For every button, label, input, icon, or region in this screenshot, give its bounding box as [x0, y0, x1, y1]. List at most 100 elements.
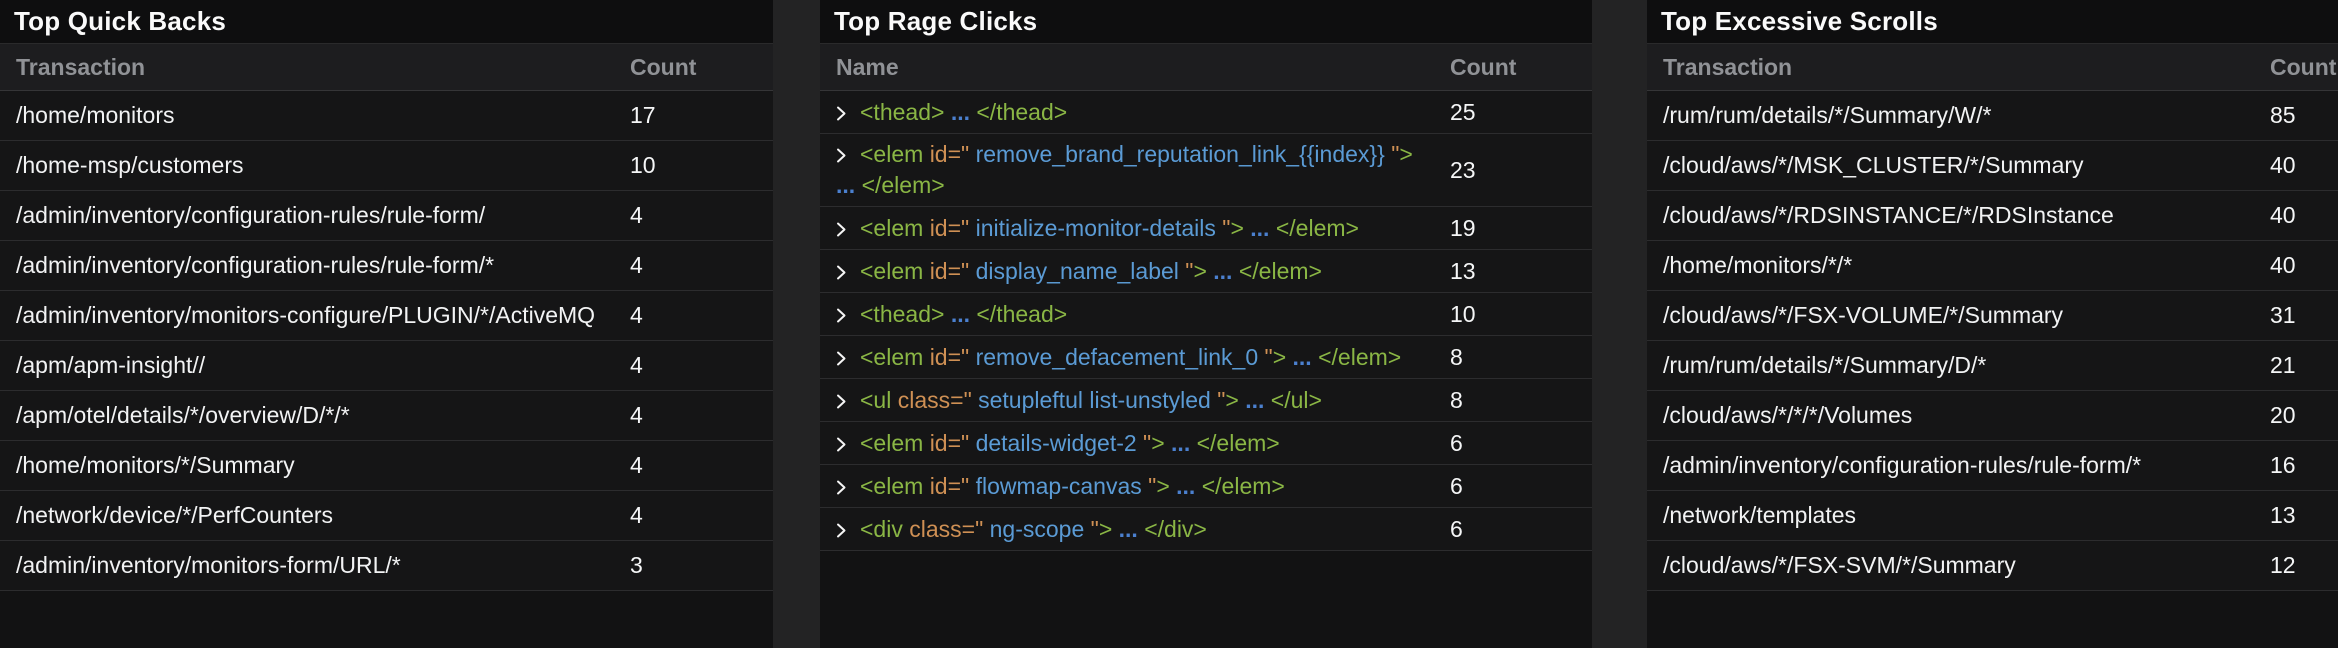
table-row[interactable]: <elem id=" remove_brand_reputation_link_… [820, 134, 1592, 207]
count-value: 4 [630, 402, 643, 428]
table-row[interactable]: /apm/otel/details/*/overview/D/*/*4 [0, 391, 773, 441]
table-row[interactable]: /admin/inventory/configuration-rules/rul… [1647, 441, 2338, 491]
count-value: 19 [1450, 214, 1476, 241]
code-token-attr: id=" [929, 343, 976, 370]
column-header-count: Count [1450, 53, 1517, 80]
code-token-val: display_name_label [975, 257, 1186, 284]
count-value: 40 [2270, 152, 2296, 178]
code-token-attr: " [1143, 429, 1152, 456]
code-token-attr: id=" [929, 429, 976, 456]
chevron-right-icon[interactable] [836, 258, 847, 287]
table-row[interactable]: <elem id=" details-widget-2 "> ... </ele… [820, 422, 1592, 465]
code-token-tag: </div> [1144, 515, 1207, 542]
transaction-cell: /network/device/*/PerfCounters [16, 502, 334, 528]
element-selector-cell: <elem id=" initialize-monitor-details ">… [820, 213, 1450, 244]
table-row[interactable]: /admin/inventory/configuration-rules/rul… [0, 191, 773, 241]
transaction-cell: /home/monitors [16, 102, 175, 128]
table-row[interactable]: /admin/inventory/monitors-form/URL/*3 [0, 541, 773, 591]
chevron-right-icon[interactable] [836, 516, 847, 545]
panel-title: Top Excessive Scrolls [1647, 0, 2338, 44]
count-value: 23 [1450, 156, 1476, 183]
table-row[interactable]: <elem id=" initialize-monitor-details ">… [820, 207, 1592, 250]
element-selector-cell: <elem id=" remove_defacement_link_0 "> .… [820, 342, 1450, 373]
chevron-right-icon[interactable] [836, 344, 847, 373]
chevron-right-icon[interactable] [836, 301, 847, 330]
code-token-dots: ... [1213, 257, 1239, 284]
table-row[interactable]: /admin/inventory/configuration-rules/rul… [0, 241, 773, 291]
code-token-tag: <elem [860, 214, 930, 241]
table-header: Transaction Count [0, 44, 773, 91]
transaction-cell: /cloud/aws/*/FSX-VOLUME/*/Summary [1663, 302, 2064, 328]
code-token-val: details-widget-2 [975, 429, 1144, 456]
code-token-tag: </elem> [1196, 429, 1280, 456]
count-value: 6 [1450, 429, 1463, 456]
code-token-tag: > [1193, 257, 1214, 284]
transaction-cell: /admin/inventory/monitors-configure/PLUG… [16, 302, 596, 328]
transaction-cell: /cloud/aws/*/RDSINSTANCE/*/RDSInstance [1663, 202, 2114, 228]
count-value: 8 [1450, 386, 1463, 413]
count-value: 13 [1450, 257, 1476, 284]
code-token-dots: ... [1245, 386, 1271, 413]
table-row[interactable]: /apm/apm-insight//4 [0, 341, 773, 391]
code-token-dots: ... [1171, 429, 1197, 456]
chevron-right-icon[interactable] [836, 99, 847, 128]
table-row[interactable]: /home/monitors/*/*40 [1647, 241, 2338, 291]
panel-title: Top Rage Clicks [820, 0, 1592, 44]
table-row[interactable]: /rum/rum/details/*/Summary/D/*21 [1647, 341, 2338, 391]
transaction-cell: /admin/inventory/configuration-rules/rul… [16, 252, 495, 278]
element-selector-cell: <elem id=" details-widget-2 "> ... </ele… [820, 428, 1450, 459]
transaction-cell: /home-msp/customers [16, 152, 244, 178]
chevron-right-icon[interactable] [836, 387, 847, 416]
code-token-tag: </ul> [1270, 386, 1322, 413]
transaction-cell: /home/monitors/*/Summary [16, 452, 295, 478]
table-row[interactable]: <elem id=" display_name_label "> ... </e… [820, 250, 1592, 293]
code-token-tag: > [1225, 386, 1246, 413]
table-row[interactable]: <ul class=" setupleftul list-unstyled ">… [820, 379, 1592, 422]
transaction-cell: /admin/inventory/configuration-rules/rul… [1663, 452, 2142, 478]
element-selector-cell: <elem id=" remove_brand_reputation_link_… [820, 139, 1450, 201]
code-token-dots: ... [1250, 214, 1276, 241]
chevron-right-icon[interactable] [836, 215, 847, 244]
panel-gutter [1592, 0, 1647, 648]
code-token-tag: > [1151, 429, 1172, 456]
transaction-cell: /cloud/aws/*/FSX-SVM/*/Summary [1663, 552, 2016, 578]
code-token-tag: </elem> [1318, 343, 1402, 370]
count-value: 25 [1450, 98, 1476, 125]
code-token-tag: > [1399, 141, 1420, 167]
table-body: /rum/rum/details/*/Summary/W/*85/cloud/a… [1647, 91, 2338, 648]
code-token-attr: " [1391, 141, 1400, 167]
count-value: 10 [1450, 300, 1476, 327]
table-row[interactable]: <thead> ... </thead>25 [820, 91, 1592, 134]
transaction-cell: /home/monitors/*/* [1663, 252, 1853, 278]
code-token-attr: " [1185, 257, 1194, 284]
table-row[interactable]: <elem id=" flowmap-canvas "> ... </elem>… [820, 465, 1592, 508]
table-row[interactable]: /rum/rum/details/*/Summary/W/*85 [1647, 91, 2338, 141]
count-value: 4 [630, 252, 643, 278]
code-token-tag: <elem [860, 472, 930, 499]
chevron-right-icon[interactable] [836, 141, 847, 172]
code-token-tag: > [1230, 214, 1251, 241]
chevron-right-icon[interactable] [836, 430, 847, 459]
element-selector-cell: <thead> ... </thead> [820, 299, 1450, 330]
code-token-attr: id=" [929, 257, 976, 284]
transaction-cell: /network/templates [1663, 502, 1857, 528]
table-row[interactable]: <div class=" ng-scope "> ... </div>6 [820, 508, 1592, 551]
table-row[interactable]: /admin/inventory/monitors-configure/PLUG… [0, 291, 773, 341]
panel-top-rage-clicks: Top Rage Clicks Name Count <thead> ... <… [820, 0, 1592, 648]
table-row[interactable]: <elem id=" remove_defacement_link_0 "> .… [820, 336, 1592, 379]
table-body: <thead> ... </thead>25<elem id=" remove_… [820, 91, 1592, 648]
table-row[interactable]: <thead> ... </thead>10 [820, 293, 1592, 336]
chevron-right-icon[interactable] [836, 473, 847, 502]
